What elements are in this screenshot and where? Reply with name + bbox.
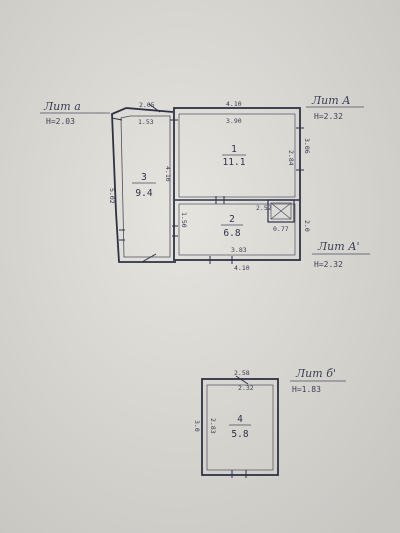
dim-top-left-outer: 2.05: [139, 101, 155, 109]
dim-room3-right: 4.10: [164, 166, 172, 182]
dim-left-outer: 5.02: [108, 188, 116, 204]
dim-right-outer-top: 3.06: [303, 138, 311, 154]
dim-bottom-inner: 3.83: [231, 246, 247, 254]
room-2-area: 6.8: [223, 228, 240, 239]
label-lit-A-prime-height: H=2.32: [314, 260, 343, 269]
room-2-number: 2: [229, 214, 235, 225]
closet-area: 0.77: [273, 225, 289, 233]
annex-inner-wall: [120, 115, 171, 258]
label-lit-a-name: Лит а: [43, 100, 81, 113]
dim-top-inner: 2.32: [238, 384, 254, 392]
dim-left-outer: 3.0: [193, 420, 201, 432]
dim-top-left-inner: 1.53: [138, 118, 154, 126]
dim-closet-left: 2.52: [256, 204, 272, 212]
label-lit-A-height: H=2.32: [314, 112, 343, 121]
room-2-label: 2 6.8: [221, 214, 243, 239]
room-3-number: 3: [141, 172, 147, 183]
outbuilding-openings: [231, 375, 249, 478]
dim-bottom-outer: 4.10: [234, 264, 250, 272]
room-4-area: 5.8: [231, 429, 248, 440]
label-lit-b-name: Лит б': [295, 367, 336, 380]
outer-wall-main: [173, 107, 301, 261]
outbuilding-inner-wall: [206, 384, 274, 471]
room-2-inner-line: [178, 203, 296, 256]
room-1-inner-line: [178, 113, 296, 198]
dim-room1-right-inner: 2.84: [287, 150, 295, 166]
opening-marks: [111, 103, 304, 264]
plan-main-house: Лит а H=2.03 Лит А H=2.32 Лит А' H=2.32 …: [40, 94, 370, 272]
dim-top-right-outer: 4.10: [226, 100, 242, 108]
label-lit-b-height: H=1.83: [292, 385, 321, 394]
label-lit-A-name: Лит А: [311, 94, 351, 107]
room-1-area: 11.1: [223, 157, 246, 168]
room-4-number: 4: [237, 414, 243, 425]
room-1-number: 1: [231, 144, 237, 155]
dim-room2-left: 1.50: [180, 212, 188, 228]
room-1-label: 1 11.1: [222, 144, 246, 168]
dim-left-inner: 2.83: [209, 418, 217, 434]
plan-outbuilding: Лит б' H=1.83 2.58 2.32 3.0 2.83 4 5.8: [193, 367, 346, 478]
dim-top-right-inner: 3.90: [226, 117, 242, 125]
outer-wall-left-annex: [111, 107, 176, 263]
label-lit-a-height: H=2.03: [46, 117, 75, 126]
room-4-label: 4 5.8: [229, 414, 251, 440]
closet: 0.77: [267, 199, 295, 233]
room-3-label: 3 9.4: [132, 172, 156, 199]
room-3-area: 9.4: [135, 188, 152, 199]
dim-right-outer-bottom: 2.0: [303, 220, 311, 232]
dim-top-outer: 2.58: [234, 369, 250, 377]
label-lit-A-prime-name: Лит А': [317, 240, 360, 253]
